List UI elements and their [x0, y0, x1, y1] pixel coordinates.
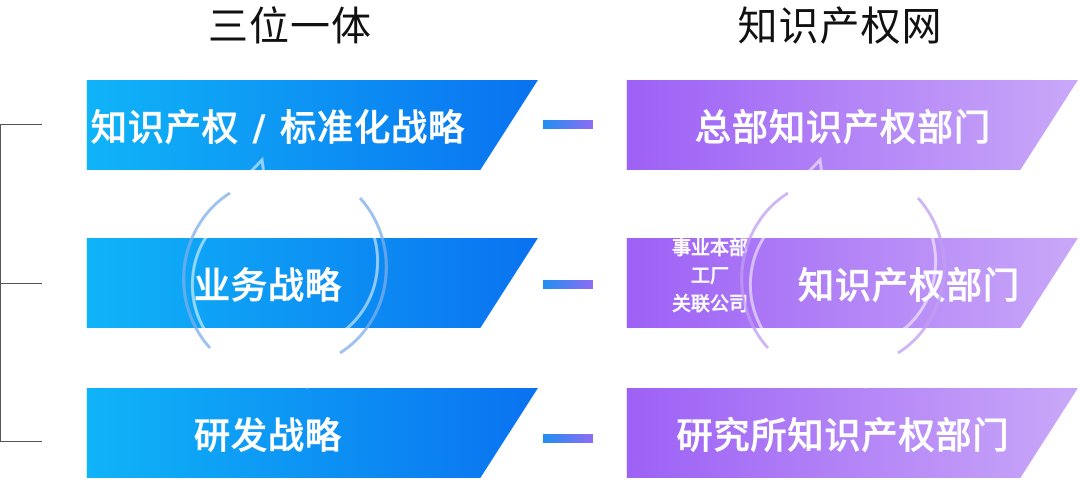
strategy-pill-business: 业务战略	[86, 238, 538, 328]
connector-bar	[543, 120, 593, 129]
department-label: 总部知识产权部门	[694, 108, 991, 149]
sub-label-affiliates: 关联公司	[671, 293, 748, 315]
left-column-heading: 三位一体	[208, 4, 372, 50]
connector-bar	[543, 280, 593, 289]
right-column-heading: 知识产权网	[737, 4, 943, 50]
strategy-label: 业务战略	[193, 266, 342, 307]
department-pill-hq: 总部知识产权部门	[626, 80, 1078, 170]
sub-label-factory: 工厂	[690, 265, 729, 287]
department-sub-labels: 事业本部 工厂 关联公司	[654, 234, 766, 318]
strategy-pill-rnd: 研发战略	[86, 388, 538, 478]
left-bracket-middle-tick	[0, 283, 42, 284]
department-label: 研究所知识产权部门	[676, 416, 1010, 457]
connector-bar	[543, 434, 593, 443]
strategy-pill-ip-standardization: 知识产权 / 标准化战略	[86, 80, 538, 170]
strategy-label: 知识产权 / 标准化战略	[90, 108, 466, 149]
strategy-label: 研发战略	[193, 416, 342, 457]
department-pill-research: 研究所知识产权部门	[626, 388, 1078, 478]
sub-label-business-division: 事业本部	[671, 237, 748, 259]
